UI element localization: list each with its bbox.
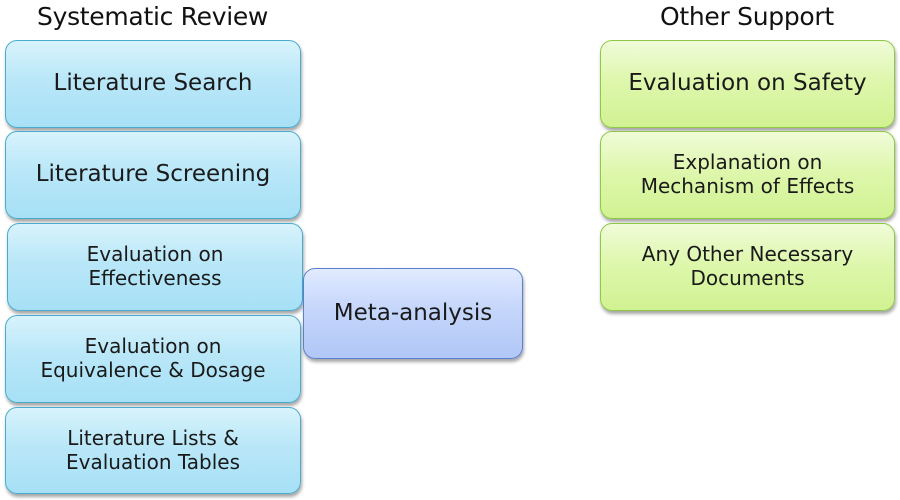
box-line: Mechanism of Effects [640, 174, 855, 198]
meta-analysis-box: Meta-analysis [303, 268, 523, 359]
box-line: Any Other Necessary [641, 242, 854, 267]
box-line: Literature Lists & [67, 425, 239, 450]
evaluation-equivalence-dosage-box: Evaluation on Equivalence & Dosage [5, 315, 301, 403]
systematic-review-header: Systematic Review [37, 2, 269, 31]
box-line: Literature Screening [35, 161, 271, 188]
box-line: Effectiveness [88, 266, 222, 290]
box-line: Evaluation on [84, 334, 222, 359]
explanation-mechanism-box: Explanation on Mechanism of Effects [600, 131, 895, 219]
literature-screening-box: Literature Screening [5, 131, 301, 219]
evaluation-safety-box: Evaluation on Safety [600, 40, 895, 128]
box-line: Evaluation on [86, 242, 224, 267]
literature-search-box: Literature Search [5, 40, 301, 128]
other-support-header: Other Support [660, 2, 834, 31]
other-necessary-documents-box: Any Other Necessary Documents [600, 223, 895, 311]
box-line: Documents [690, 266, 805, 290]
box-line: Evaluation Tables [65, 449, 241, 474]
box-line: Literature Search [53, 70, 253, 97]
box-line: Evaluation on Safety [628, 70, 867, 97]
literature-lists-evaluation-tables-box: Literature Lists & Evaluation Tables [5, 407, 301, 494]
evaluation-effectiveness-box: Evaluation on Effectiveness [7, 223, 303, 311]
box-line: Equivalence & Dosage [40, 358, 266, 382]
box-line: Explanation on [672, 150, 823, 175]
box-line: Meta-analysis [333, 299, 493, 326]
